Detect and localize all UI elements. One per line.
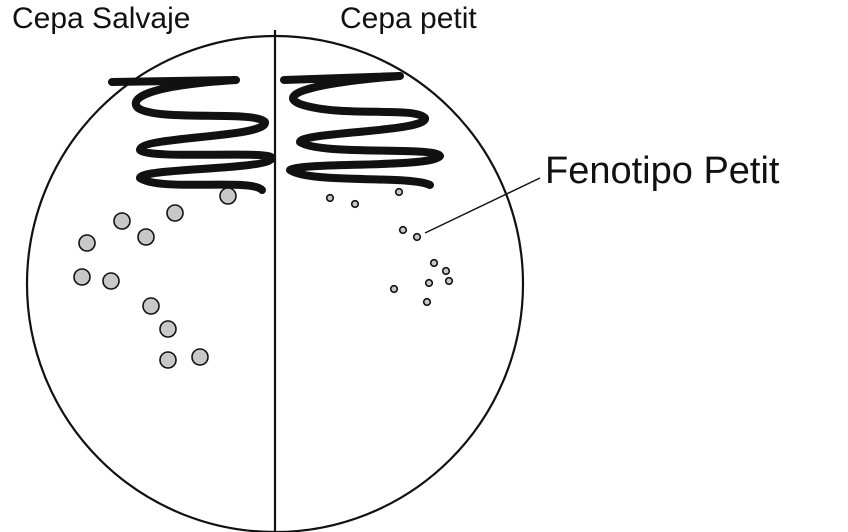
- label-petit-strain: Cepa petit: [340, 2, 477, 35]
- petit-colony: [424, 278, 434, 288]
- wild-type-colony: [137, 228, 155, 246]
- petit-colony: [394, 187, 404, 197]
- petit-colony: [441, 266, 451, 276]
- wild-type-colony: [159, 320, 177, 338]
- streak-wild-type: [108, 76, 276, 194]
- wild-type-colonies: [73, 187, 237, 369]
- label-wild-type-strain: Cepa Salvaje: [12, 2, 190, 35]
- wild-type-colony: [142, 297, 160, 315]
- petit-colony: [422, 297, 432, 307]
- petit-colony: [412, 232, 422, 242]
- wild-type-colony: [78, 234, 96, 252]
- petit-colony: [398, 225, 408, 235]
- wild-type-colony: [191, 348, 209, 366]
- petit-colony: [350, 199, 360, 209]
- petit-colony: [389, 284, 399, 294]
- wild-type-colony: [159, 351, 177, 369]
- wild-type-colony: [219, 187, 237, 205]
- wild-type-colony: [102, 272, 120, 290]
- petit-colonies: [325, 187, 454, 307]
- petit-colony: [444, 276, 454, 286]
- wild-type-colony: [113, 212, 131, 230]
- petit-colony: [325, 193, 335, 203]
- wild-type-colony: [166, 204, 184, 222]
- streak-petit: [280, 72, 444, 189]
- callout-leader-line: [424, 177, 541, 234]
- label-petit-phenotype: Fenotipo Petit: [545, 150, 780, 192]
- wild-type-colony: [73, 268, 91, 286]
- petit-colony: [429, 258, 439, 268]
